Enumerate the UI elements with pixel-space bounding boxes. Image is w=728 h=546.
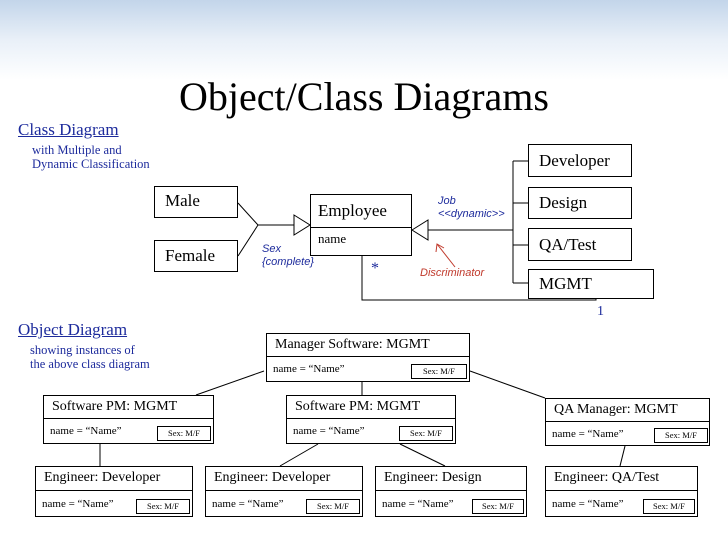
object-diagram-subtitle-1: showing instances of	[30, 343, 135, 357]
object-sex-attribute: Sex: M/F	[643, 499, 695, 514]
job-discriminator-label: Job	[438, 195, 456, 207]
page-title: Object/Class Diagrams	[179, 74, 549, 119]
object-divider	[546, 421, 709, 422]
object-attribute: name = “Name”	[212, 498, 284, 510]
class-diagram-subtitle-1: with Multiple and	[32, 143, 122, 157]
object-engineer-developer-2: Engineer: Developer name = “Name” Sex: M…	[205, 466, 363, 517]
object-attribute: name = “Name”	[552, 498, 624, 510]
sex-generalization	[237, 202, 311, 257]
class-employee-attribute: name	[318, 231, 347, 246]
object-engineer-design: Engineer: Design name = “Name” Sex: M/F	[375, 466, 527, 517]
class-employee: Employee name	[310, 194, 412, 256]
object-engineer-qa-test: Engineer: QA/Test name = “Name” Sex: M/F	[545, 466, 698, 517]
object-sex-attribute: Sex: M/F	[654, 428, 708, 443]
discriminator-label: Discriminator	[420, 267, 485, 279]
class-qa-test: QA/Test	[528, 228, 632, 261]
job-dynamic-stereotype: <<dynamic>>	[438, 208, 505, 220]
object-divider	[287, 418, 455, 419]
object-sex-attribute: Sex: M/F	[136, 499, 190, 514]
object-attribute: name = “Name”	[50, 425, 122, 437]
sex-discriminator-label: Sex	[262, 243, 281, 255]
object-divider	[267, 356, 469, 357]
multiplicity-many: *	[371, 260, 379, 277]
class-developer-label: Developer	[539, 151, 610, 170]
object-software-pm-left: Software PM: MGMT name = “Name” Sex: M/F	[43, 395, 214, 444]
object-diagram-subtitle-2: the above class diagram	[30, 357, 150, 371]
object-sex-attribute: Sex: M/F	[306, 499, 360, 514]
class-developer: Developer	[528, 144, 632, 177]
object-divider	[206, 490, 362, 491]
object-attribute: name = “Name”	[552, 428, 624, 440]
object-name: Engineer: QA/Test	[554, 470, 660, 485]
class-male-label: Male	[165, 191, 200, 210]
object-name: Software PM: MGMT	[52, 399, 178, 414]
job-generalization	[411, 160, 528, 284]
object-diagram-heading: Object Diagram	[18, 320, 128, 339]
object-sex-attribute: Sex: M/F	[399, 426, 453, 441]
object-software-pm-middle: Software PM: MGMT name = “Name” Sex: M/F	[286, 395, 456, 444]
class-female-label: Female	[165, 246, 216, 265]
object-divider	[44, 418, 213, 419]
multiplicity-one: 1	[597, 304, 604, 319]
object-divider	[546, 490, 697, 491]
sex-complete-constraint: {complete}	[262, 256, 314, 268]
class-diagram-heading: Class Diagram	[18, 120, 119, 139]
discriminator-arrow	[435, 243, 456, 268]
class-employee-label: Employee	[318, 201, 387, 220]
object-divider	[36, 490, 192, 491]
object-name: Software PM: MGMT	[295, 399, 421, 414]
class-design: Design	[528, 187, 632, 219]
object-name: QA Manager: MGMT	[554, 402, 678, 417]
object-sex-attribute: Sex: M/F	[472, 499, 524, 514]
object-attribute: name = “Name”	[293, 425, 365, 437]
class-diagram-subtitle-2: Dynamic Classification	[32, 157, 150, 171]
object-links	[99, 370, 626, 467]
class-female: Female	[154, 240, 238, 272]
class-design-label: Design	[539, 193, 588, 212]
class-mgmt: MGMT	[528, 269, 654, 299]
object-attribute: name = “Name”	[42, 498, 114, 510]
class-male: Male	[154, 186, 238, 218]
object-name: Engineer: Developer	[44, 470, 161, 485]
object-attribute: name = “Name”	[382, 498, 454, 510]
object-name: Engineer: Design	[384, 470, 482, 485]
object-divider	[376, 490, 526, 491]
object-engineer-developer-1: Engineer: Developer name = “Name” Sex: M…	[35, 466, 193, 517]
class-employee-divider	[311, 227, 411, 228]
class-qa-test-label: QA/Test	[539, 235, 597, 254]
object-qa-manager: QA Manager: MGMT name = “Name” Sex: M/F	[545, 398, 710, 446]
class-mgmt-label: MGMT	[539, 274, 592, 293]
object-manager-software: Manager Software: MGMT name = “Name” Sex…	[266, 333, 470, 382]
management-association	[361, 256, 597, 301]
object-attribute: name = “Name”	[273, 363, 345, 375]
object-sex-attribute: Sex: M/F	[157, 426, 211, 441]
object-sex-attribute: Sex: M/F	[411, 364, 467, 379]
object-name: Manager Software: MGMT	[275, 337, 430, 352]
object-name: Engineer: Developer	[214, 470, 331, 485]
